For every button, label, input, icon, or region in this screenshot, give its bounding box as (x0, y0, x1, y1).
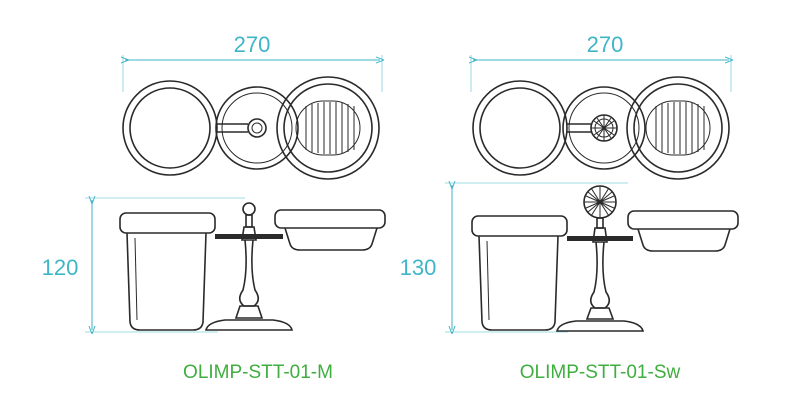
product-1-drawing: 270 (42, 32, 386, 383)
model-label-2: OLIMP-STT-01-Sw (520, 362, 681, 383)
height-label-1: 120 (42, 255, 79, 280)
width-dimension-1: 270 (123, 32, 382, 92)
width-label-1: 270 (234, 32, 271, 57)
side-view-2 (471, 185, 739, 332)
crystal-finial (583, 185, 617, 219)
width-label-2: 270 (587, 32, 624, 57)
height-dimension-2: 130 (400, 183, 628, 332)
side-view-1 (119, 202, 386, 331)
product-2-drawing: 270 (400, 32, 739, 383)
top-view-1 (122, 76, 380, 180)
height-dimension-1: 120 (42, 198, 245, 332)
model-label-1: OLIMP-STT-01-M (183, 362, 333, 383)
height-label-2: 130 (400, 255, 437, 280)
top-view-2 (472, 76, 730, 180)
width-dimension-2: 270 (471, 32, 731, 92)
